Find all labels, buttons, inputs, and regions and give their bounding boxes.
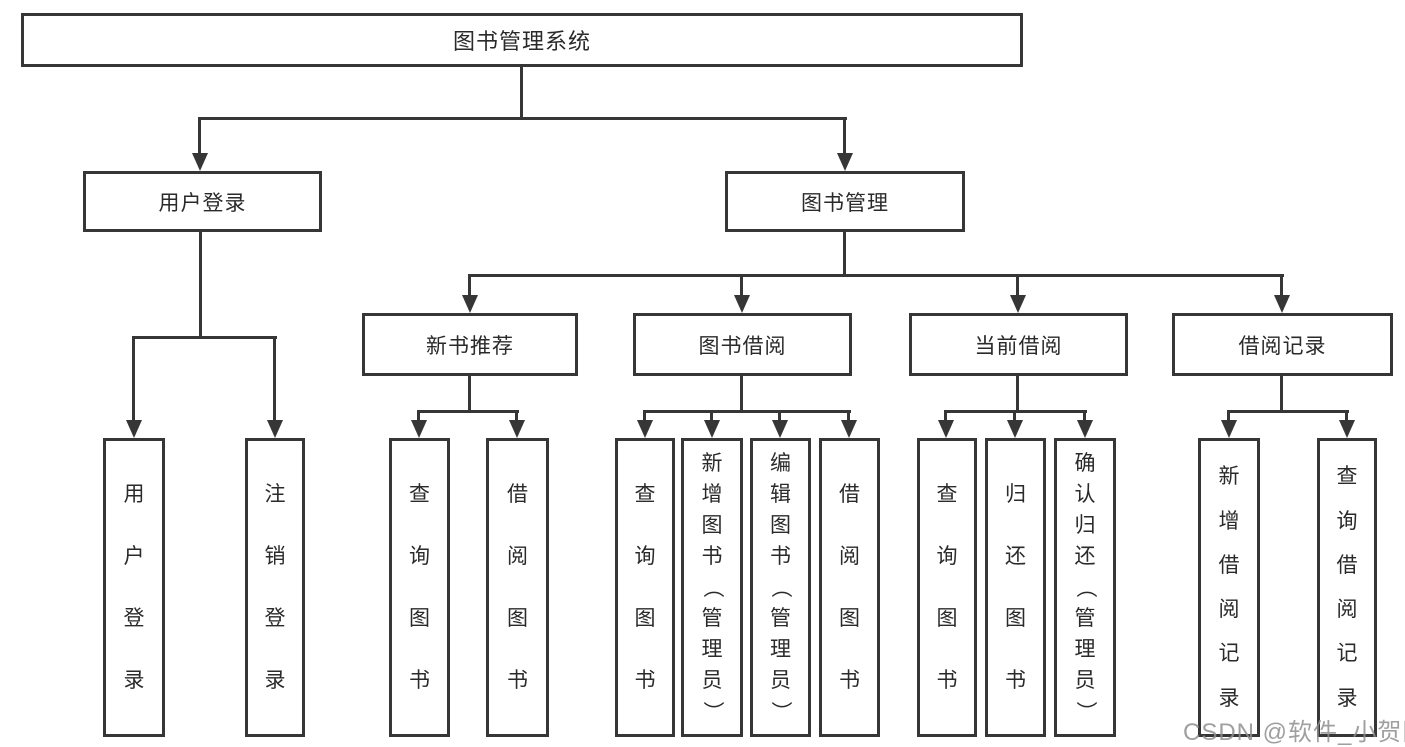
leaf-borrow-books: 借阅图书: [819, 438, 880, 737]
node-borrowing-records: 借阅记录: [1172, 313, 1393, 376]
leaf-label: 新增借阅记录: [1218, 465, 1240, 710]
leaf-label: 归还图书: [1005, 483, 1026, 692]
arrowhead-icon: [1077, 420, 1093, 438]
leaf-label: 查询图书: [634, 483, 656, 692]
leaf-label: 新增图书（管理员）: [700, 452, 724, 722]
connector-line: [778, 410, 781, 424]
arrowhead-icon: [637, 420, 653, 438]
arrowhead-icon: [734, 295, 750, 313]
connector-line: [417, 410, 420, 424]
leaf-query-borrow-record: 查询借阅记录: [1317, 438, 1377, 737]
node-label: 图书借阅: [698, 334, 787, 358]
node-label: 图书管理系统: [452, 29, 591, 54]
connector-line: [468, 376, 471, 413]
connector-line: [1280, 376, 1283, 413]
leaf-label: 查询图书: [936, 483, 958, 692]
arrowhead-icon: [462, 295, 478, 313]
leaf-edit-book-admin: 编辑图书（管理员）: [750, 438, 811, 737]
arrowhead-icon: [841, 420, 857, 438]
connector-line: [944, 410, 947, 424]
connector-line: [1013, 410, 1016, 424]
leaf-query-books-recommend: 查询图书: [389, 438, 450, 737]
connector-line: [847, 410, 850, 424]
arrowhead-icon: [126, 420, 142, 438]
connector-line: [520, 67, 523, 120]
arrowhead-icon: [837, 153, 853, 171]
leaf-user-login: 用户登录: [103, 438, 165, 737]
arrowhead-icon: [411, 420, 427, 438]
leaf-label: 借阅图书: [507, 483, 528, 692]
arrowhead-icon: [1221, 420, 1237, 438]
arrowhead-icon: [1339, 420, 1355, 438]
arrowhead-icon: [1010, 295, 1026, 313]
node-label: 当前借阅: [974, 334, 1063, 358]
connector-line: [417, 410, 519, 413]
node-current-borrowing: 当前借阅: [909, 313, 1128, 376]
connector-line: [468, 274, 471, 299]
connector-line: [1016, 274, 1019, 299]
connector-line: [843, 232, 846, 277]
connector-line: [1016, 376, 1019, 413]
arrowhead-icon: [267, 420, 283, 438]
leaf-label: 编辑图书（管理员）: [769, 452, 792, 722]
node-label: 新书推荐: [426, 334, 514, 358]
connector-line: [643, 410, 646, 424]
leaf-add-book-admin: 新增图书（管理员）: [681, 438, 743, 737]
connector-line: [740, 376, 743, 413]
connector-line: [1280, 274, 1283, 299]
connector-line: [740, 274, 743, 299]
leaf-label: 确认归还（管理员）: [1073, 452, 1097, 722]
leaf-label: 注销登录: [264, 483, 286, 692]
node-label: 图书管理: [801, 191, 889, 215]
connector-line: [643, 410, 851, 413]
connector-line: [1227, 410, 1349, 413]
arrowhead-icon: [938, 420, 954, 438]
leaf-label: 查询图书: [409, 483, 430, 692]
leaf-label: 用户登录: [123, 483, 145, 692]
connector-line: [198, 117, 847, 120]
leaf-label: 查询借阅记录: [1336, 465, 1358, 710]
arrowhead-icon: [1274, 295, 1290, 313]
connector-line: [468, 274, 1284, 277]
node-label: 用户登录: [158, 191, 247, 215]
node-library-management-system: 图书管理系统: [21, 13, 1023, 67]
connector-line: [1227, 410, 1230, 424]
connector-line: [273, 336, 276, 422]
connector-line: [1345, 410, 1348, 424]
leaf-borrow-books-recommend: 借阅图书: [486, 438, 549, 737]
arrowhead-icon: [772, 420, 788, 438]
leaf-query-books-current: 查询图书: [917, 438, 977, 737]
node-book-borrowing: 图书借阅: [633, 313, 852, 376]
leaf-return-books: 归还图书: [985, 438, 1046, 737]
node-user-login: 用户登录: [83, 171, 322, 232]
connector-line: [1083, 410, 1086, 424]
connector-line: [198, 117, 201, 155]
watermark: CSDN @软件_小贺同学: [1183, 719, 1405, 746]
arrowhead-icon: [704, 420, 720, 438]
leaf-label: 借阅图书: [839, 483, 860, 692]
arrowhead-icon: [1007, 420, 1023, 438]
connector-line: [843, 117, 846, 155]
arrowhead-icon: [192, 153, 208, 171]
leaf-add-borrow-record: 新增借阅记录: [1198, 438, 1260, 737]
connector-line: [199, 232, 202, 339]
node-new-book-recommendation: 新书推荐: [362, 313, 578, 376]
node-label: 借阅记录: [1238, 334, 1327, 358]
connector-line: [710, 410, 713, 424]
leaf-query-books-borrow: 查询图书: [615, 438, 675, 737]
connector-line: [515, 410, 518, 424]
node-book-management: 图书管理: [725, 171, 965, 232]
leaf-logout: 注销登录: [245, 438, 305, 737]
leaf-confirm-return-admin: 确认归还（管理员）: [1054, 438, 1116, 737]
connector-line: [132, 336, 135, 422]
arrowhead-icon: [509, 420, 525, 438]
connector-line: [132, 336, 277, 339]
